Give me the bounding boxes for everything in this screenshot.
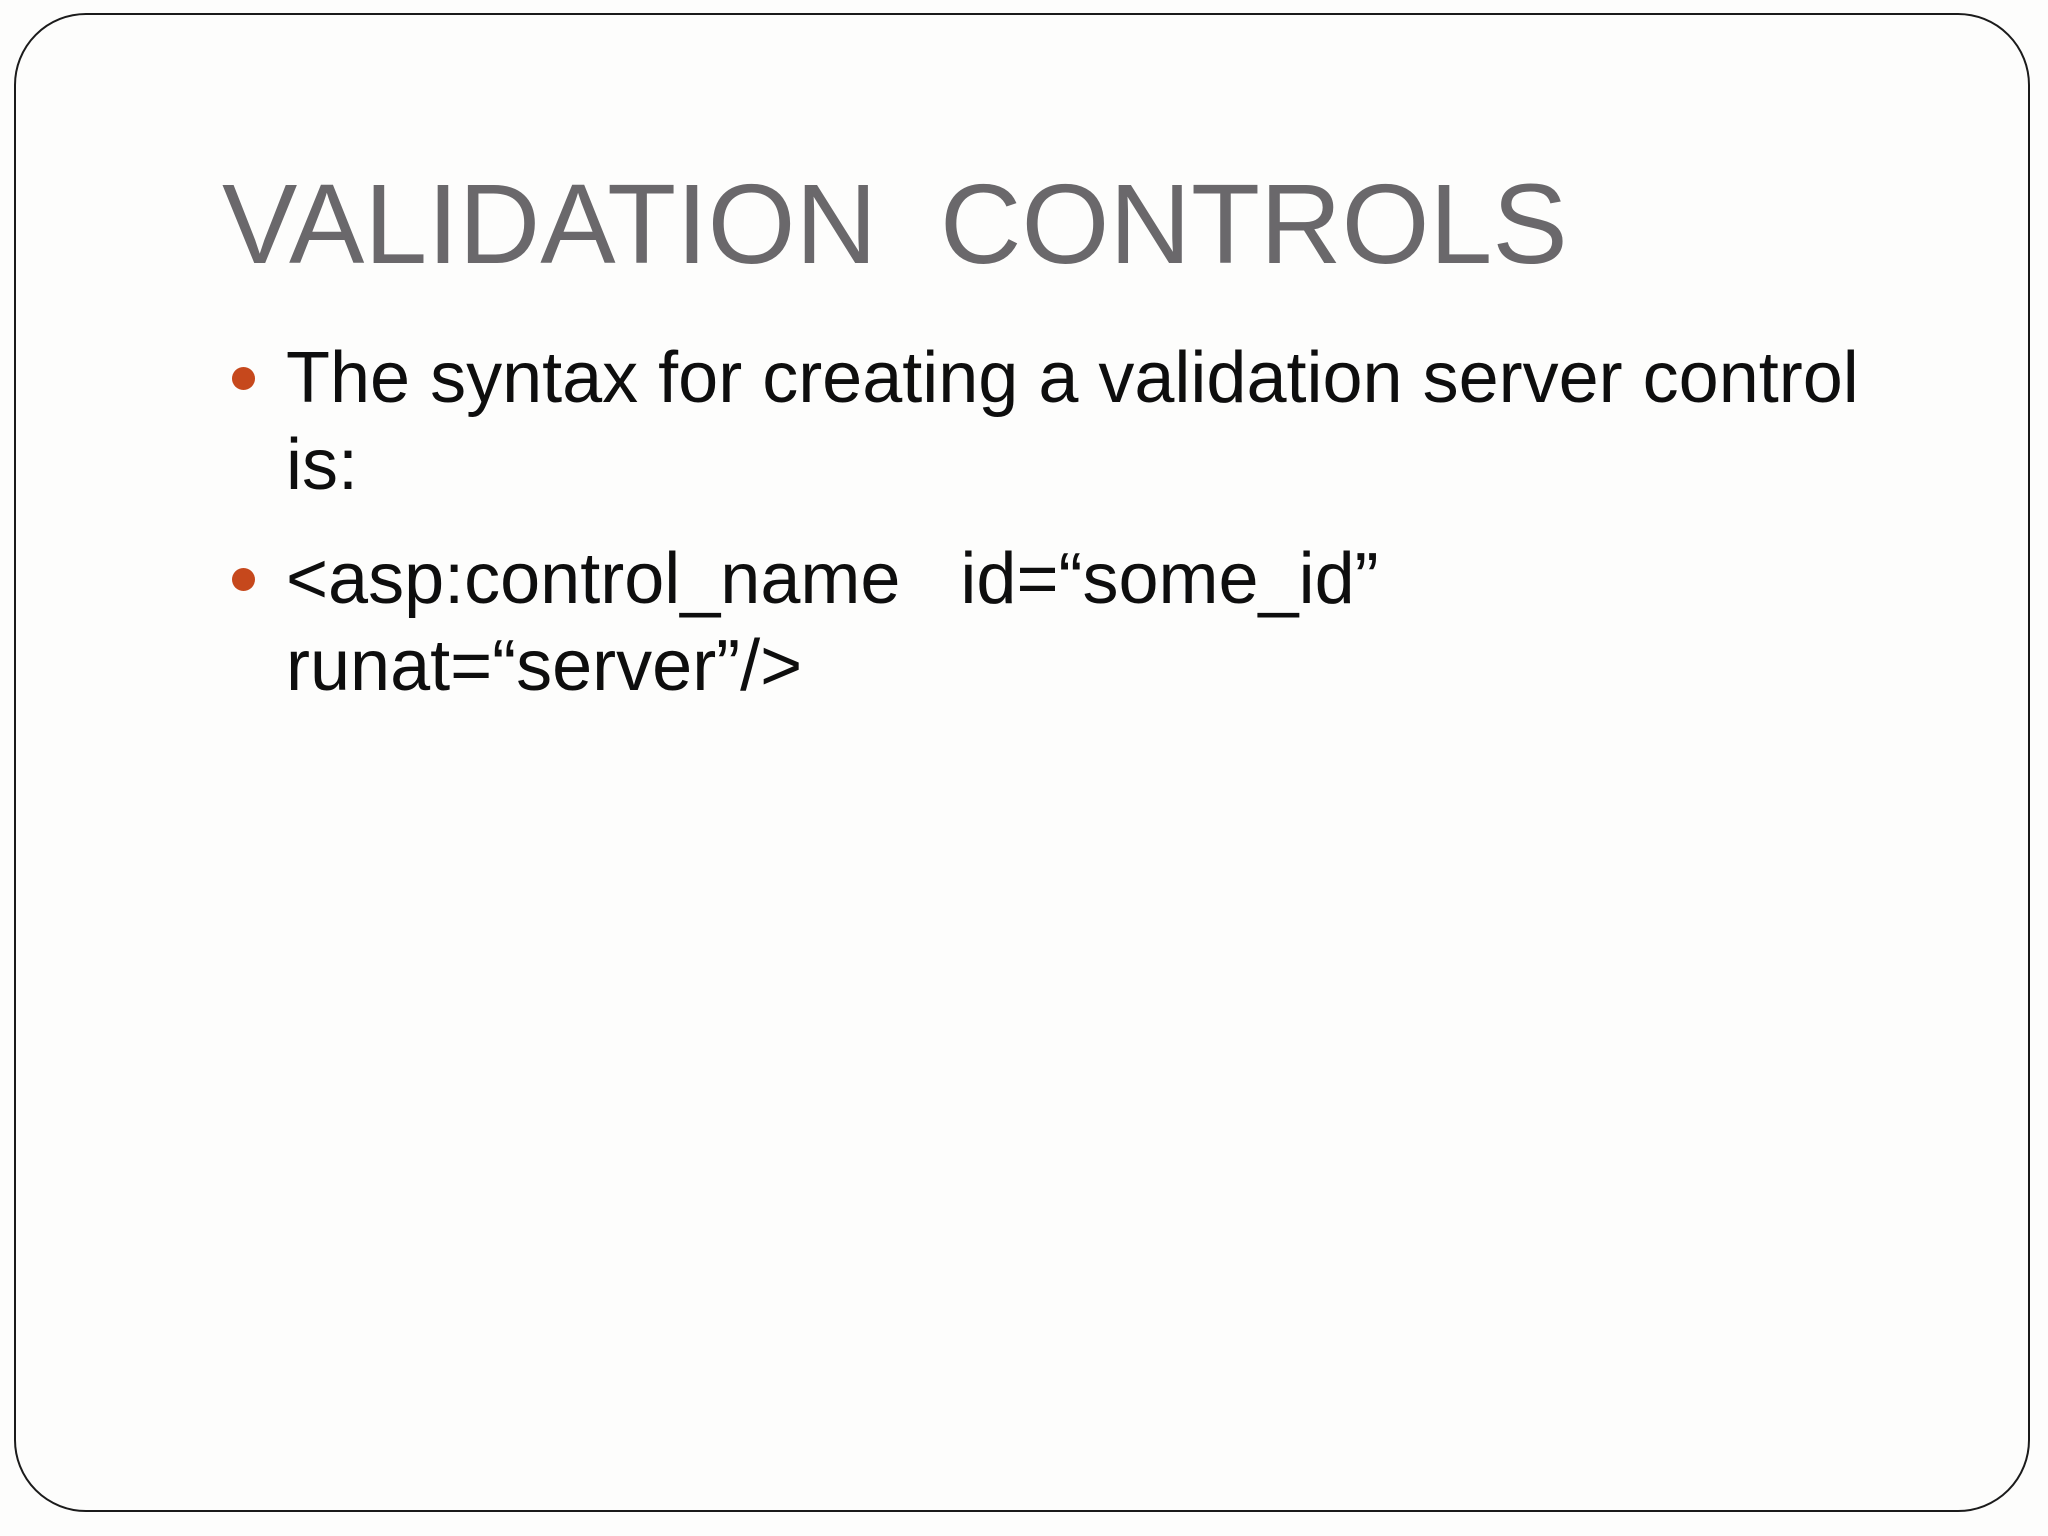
slide-border [14,13,2030,1512]
bullet-text-asp-syntax: <asp:control_name id=“some_id” runat=“se… [286,539,1379,706]
list-item: <asp:control_name id=“some_id” runat=“se… [222,536,1912,710]
list-item: The syntax for creating a validation ser… [222,335,1912,509]
bullet-dot-icon [232,568,255,591]
bullet-dot-icon [232,367,255,390]
bullet-list: The syntax for creating a validation ser… [222,335,1912,710]
slide-title: VALIDATION CONTROLS [222,161,1568,287]
bullet-text-syntax-intro: The syntax for creating a validation ser… [286,338,1859,505]
